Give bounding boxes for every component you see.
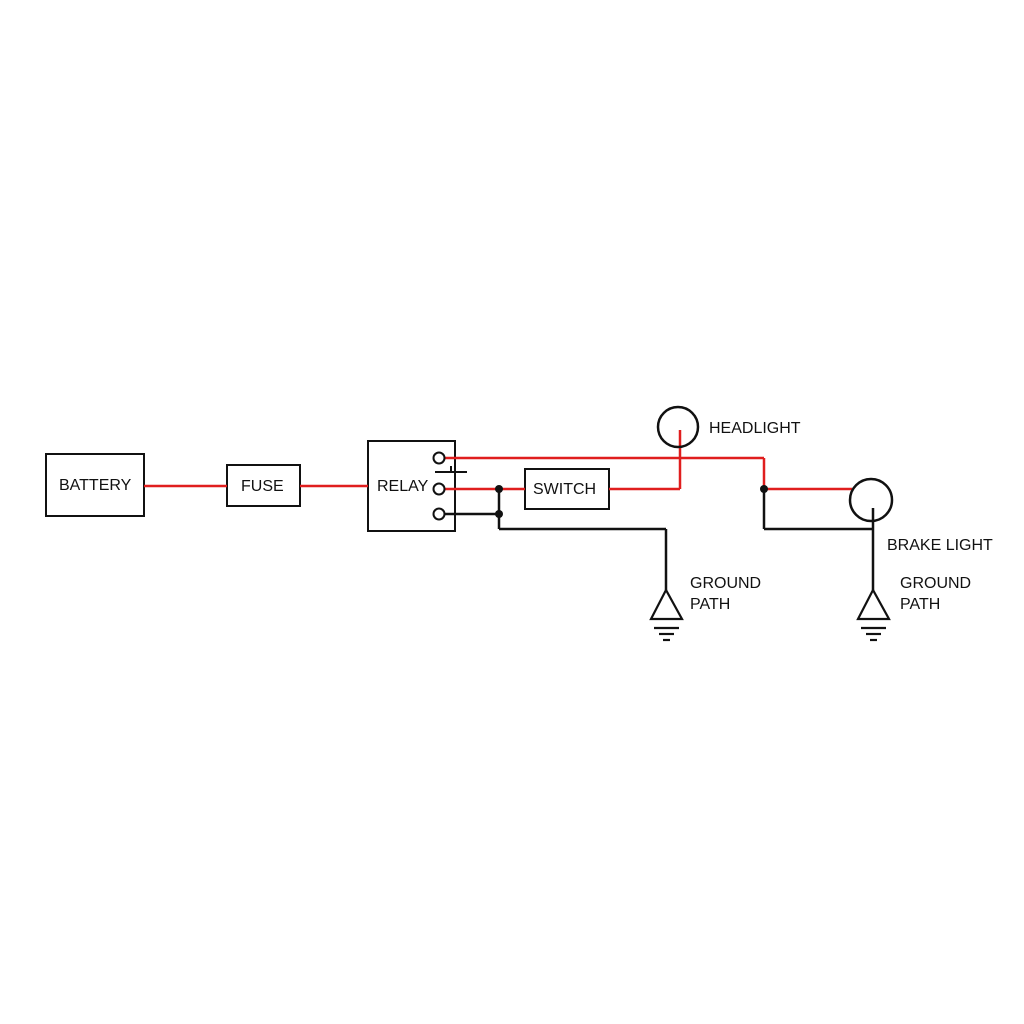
junction-dot-3 — [760, 485, 768, 493]
ground-symbol-2 — [856, 587, 891, 642]
headlight-lamp — [656, 405, 700, 449]
fuse-label: FUSE — [241, 478, 284, 495]
ground-2-label-line1: GROUND — [900, 575, 972, 592]
junction-dot-2 — [495, 510, 503, 518]
ground-1-triangle — [649, 587, 684, 621]
ground-symbol-1 — [649, 587, 684, 642]
relay-contact-middle — [432, 482, 446, 496]
junction-dot-1 — [495, 485, 503, 493]
relay-contacts — [432, 451, 467, 521]
relay-contact-bottom — [432, 507, 446, 521]
fuse-box — [226, 464, 301, 507]
junctions — [495, 485, 768, 518]
ground-2-label-line2: PATH — [900, 596, 941, 613]
brake-light-label: BRAKE LIGHT — [887, 537, 993, 554]
battery-box — [45, 453, 145, 517]
ground-1-label-line2: PATH — [690, 596, 731, 613]
brake-light-lamp — [848, 477, 894, 523]
ground-2-triangle — [856, 587, 891, 621]
headlight-label: HEADLIGHT — [709, 420, 801, 437]
battery-label: BATTERY — [59, 477, 132, 494]
relay-contact-top — [432, 451, 446, 465]
power-wires — [144, 430, 852, 491]
ground-wires — [444, 489, 875, 590]
relay-label: RELAY — [377, 478, 429, 495]
switch-label: SWITCH — [533, 481, 597, 498]
ground-1-label-line1: GROUND — [690, 575, 762, 592]
